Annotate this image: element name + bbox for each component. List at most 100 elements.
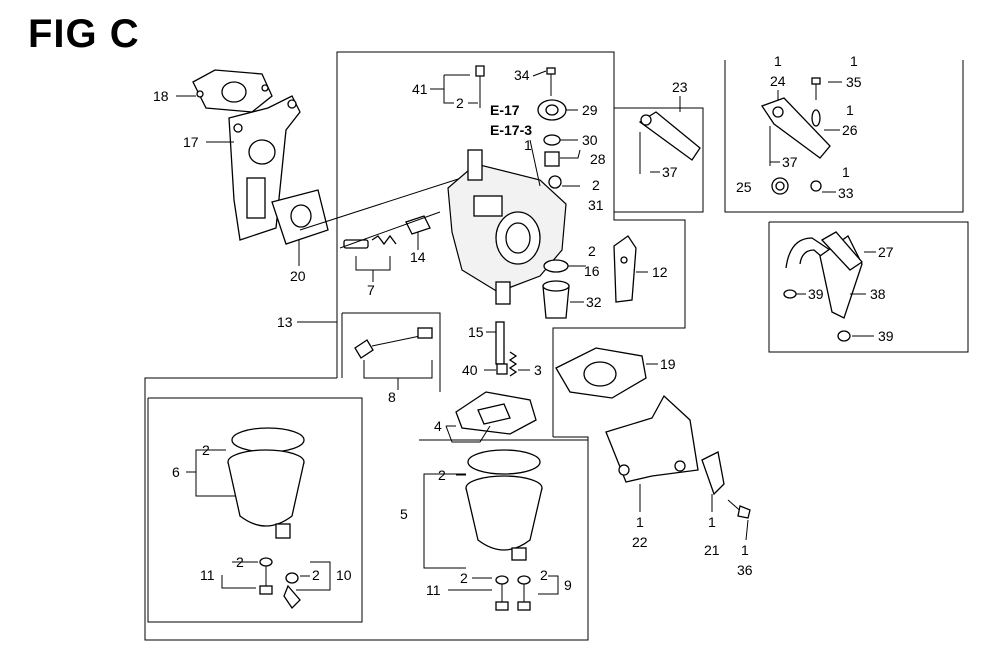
leader-lines — [176, 70, 876, 595]
gasket-19 — [555, 347, 647, 399]
callout-20: 20 — [290, 268, 306, 284]
callout-10-qty: 2 — [312, 567, 320, 583]
drain-screw-11-left — [259, 557, 273, 595]
bolt-36 — [727, 499, 751, 519]
callout-28: 28 — [590, 151, 606, 167]
callout-31-qty: 2 — [592, 177, 600, 193]
callout-12: 12 — [652, 264, 668, 280]
callout-3: 3 — [534, 362, 542, 378]
washer-31 — [548, 175, 562, 189]
callout-34: 34 — [514, 67, 530, 83]
callout-19: 19 — [660, 356, 676, 372]
callout-25: 25 — [736, 179, 752, 195]
callout-9: 9 — [564, 577, 572, 593]
callout-10: 10 — [336, 567, 352, 583]
callout-24-qty: 1 — [774, 53, 782, 69]
callout-37: 37 — [782, 154, 798, 170]
callout-39-b: 39 — [878, 328, 894, 344]
jet-8 — [354, 327, 433, 359]
spring-40-3 — [496, 351, 518, 377]
callout-23: 23 — [672, 79, 688, 95]
lever-24 — [761, 97, 831, 166]
spring-25 — [771, 177, 789, 195]
bracket-17 — [228, 95, 301, 241]
oring-30 — [543, 134, 561, 146]
callout-26: 26 — [842, 122, 858, 138]
screw-41 — [475, 65, 485, 108]
clip-39-a — [783, 289, 797, 299]
bolt-9 — [517, 575, 531, 611]
callout-6-qty: 2 — [202, 442, 210, 458]
callout-21-qty: 1 — [708, 514, 716, 530]
bolt-10 — [283, 572, 301, 610]
group-boundaries — [144, 51, 969, 641]
callout-11-right: 11 — [426, 582, 441, 598]
callout-24: 24 — [770, 73, 786, 89]
callout-9-qty: 2 — [540, 567, 548, 583]
callout-11-left: 11 — [200, 567, 215, 583]
callout-38: 38 — [870, 286, 886, 302]
callout-40: 40 — [462, 362, 478, 378]
callout-39-a: 39 — [808, 286, 824, 302]
callouts: 18 17 20 13 41 2 34 29 E-17 E-17-3 30 28… — [153, 53, 894, 598]
callout-7: 7 — [367, 282, 375, 298]
bracket-12 — [613, 235, 637, 303]
float-bowl-6 — [227, 427, 305, 539]
callout-17: 17 — [183, 134, 199, 150]
insulator-20 — [271, 189, 329, 245]
callout-26-qty: 1 — [846, 102, 854, 118]
callout-1-body: 1 — [524, 137, 532, 153]
float-4 — [455, 391, 537, 435]
callout-6: 6 — [172, 464, 180, 480]
screw-35 — [811, 77, 821, 100]
float-cover-29 — [537, 99, 567, 121]
callout-5: 5 — [400, 506, 408, 522]
callout-41: 41 — [412, 81, 428, 97]
callout-11-left-qty: 2 — [236, 554, 244, 570]
callout-35: 35 — [846, 74, 862, 90]
bracket-22 — [605, 394, 699, 483]
carburetor-body — [447, 149, 567, 305]
callout-4: 4 — [434, 418, 442, 434]
callout-31: 31 — [588, 197, 604, 213]
callout-36-qty: 1 — [741, 542, 749, 558]
needle-15 — [495, 321, 505, 365]
figure-title: FIG C — [28, 12, 140, 56]
callout-14: 14 — [410, 249, 426, 265]
callout-21: 21 — [704, 542, 720, 558]
callout-22-qty: 1 — [636, 514, 644, 530]
callout-35-qty: 1 — [850, 53, 858, 69]
callout-30: 30 — [582, 132, 598, 148]
callout-37-lever: 37 — [662, 164, 678, 180]
screw-34 — [546, 67, 556, 96]
clip-27 — [820, 231, 863, 271]
valve-28 — [544, 151, 560, 167]
callout-8: 8 — [388, 389, 396, 405]
lever-23 — [638, 111, 701, 174]
callout-29: 29 — [582, 102, 598, 118]
nut-33 — [810, 180, 822, 192]
callout-18: 18 — [153, 88, 169, 104]
callout-11-right-qty: 2 — [460, 570, 468, 586]
gasket-18 — [192, 69, 273, 113]
lever-21 — [701, 451, 725, 496]
callout-32: 32 — [586, 294, 602, 310]
callout-33: 33 — [838, 185, 854, 201]
callout-16: 16 — [584, 263, 600, 279]
callout-36: 36 — [737, 562, 753, 578]
callout-15: 15 — [468, 324, 484, 340]
ref-e17: E-17 — [490, 102, 520, 118]
oring-16 — [543, 259, 569, 273]
ref-e17-3: E-17-3 — [490, 122, 532, 138]
callout-16-qty: 2 — [588, 243, 596, 259]
callout-22: 22 — [632, 534, 648, 550]
callout-27: 27 — [878, 244, 894, 260]
spring-26 — [811, 109, 821, 127]
callout-41-qty: 2 — [456, 95, 464, 111]
callout-33-qty: 1 — [842, 164, 850, 180]
clip-39-b — [837, 330, 851, 342]
callout-5-qty: 2 — [438, 467, 446, 483]
float-bowl-5 — [465, 449, 543, 561]
